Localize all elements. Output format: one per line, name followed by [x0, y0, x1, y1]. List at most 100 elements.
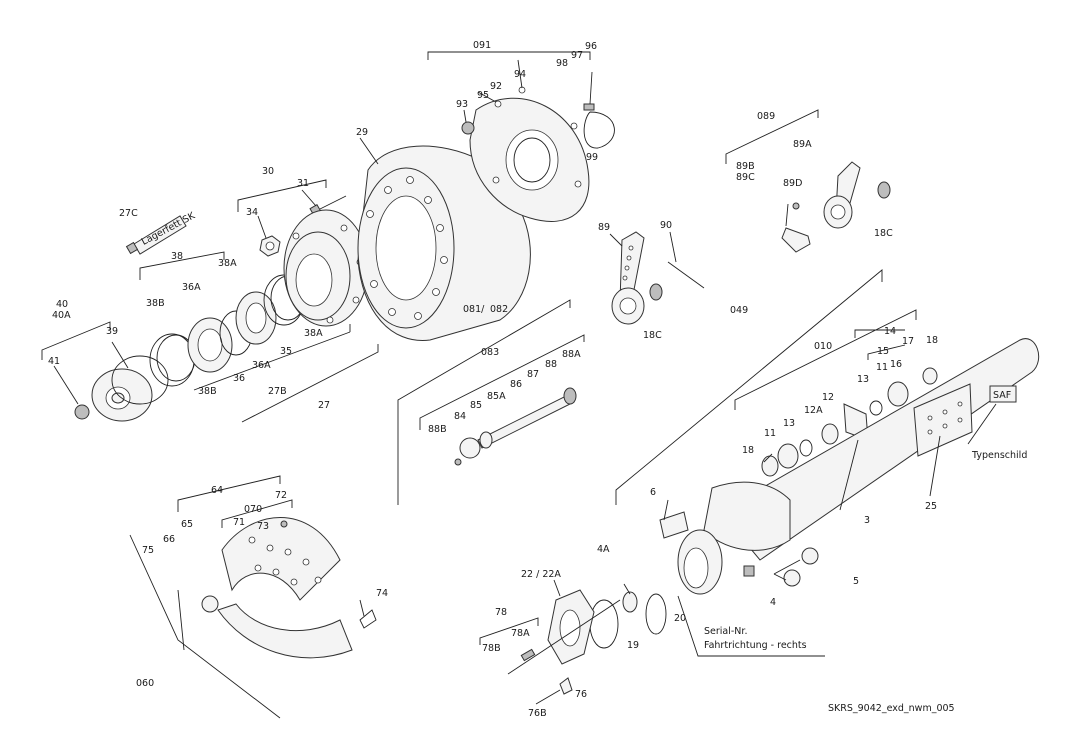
label-90: 90: [660, 220, 672, 231]
label-36: 36: [233, 373, 245, 384]
label-89: 89: [598, 222, 610, 233]
label-13-2: 13: [783, 418, 795, 429]
label-38a-2: 38A: [304, 328, 323, 339]
brake-drum-29: [357, 145, 531, 341]
hub-cap-40: [74, 355, 169, 422]
label-27: 27: [318, 400, 330, 411]
dust-shield-091: [461, 86, 615, 222]
label-95: 95: [477, 90, 489, 101]
axle-beam: SAF: [622, 338, 1040, 635]
label-78b: 78B: [482, 643, 501, 654]
label-36a-2: 36A: [252, 360, 271, 371]
label-18-1: 18: [926, 335, 938, 346]
label-88: 88: [545, 359, 557, 370]
label-73: 73: [257, 521, 269, 532]
label-85: 85: [470, 400, 482, 411]
label-96: 96: [585, 41, 597, 52]
label-38: 38: [171, 251, 183, 262]
part-labels: 091 96 97 98 94 92 95 93 99 29 30 31 34 …: [48, 40, 1027, 719]
label-18c-2: 18C: [643, 330, 662, 341]
slack-adjuster-89: [611, 231, 705, 325]
label-089: 089: [757, 111, 775, 122]
label-27b: 27B: [268, 386, 287, 397]
label-fahrtrichtung: Fahrtrichtung - rechts: [704, 640, 807, 651]
label-64: 64: [211, 485, 223, 496]
label-78a: 78A: [511, 628, 530, 639]
label-25: 25: [925, 501, 937, 512]
label-92: 92: [490, 81, 502, 92]
label-98: 98: [556, 58, 568, 69]
label-38b-2: 38B: [198, 386, 217, 397]
label-76: 76: [575, 689, 587, 700]
brake-shoes: [177, 517, 377, 659]
label-12: 12: [822, 392, 834, 403]
wheel-hub-35: [283, 209, 369, 327]
label-20: 20: [674, 613, 686, 624]
leader-lines: [53, 59, 997, 617]
label-4a: 4A: [597, 544, 610, 555]
label-14: 14: [884, 326, 896, 337]
axle-nut-assembly: [507, 589, 621, 705]
label-18c-1: 18C: [874, 228, 893, 239]
label-082: 082: [490, 304, 508, 315]
label-93: 93: [456, 99, 468, 110]
label-6: 6: [650, 487, 656, 498]
label-18-2: 18: [742, 445, 754, 456]
label-35: 35: [280, 346, 292, 357]
slack-adjuster-089: [781, 161, 891, 253]
label-4: 4: [770, 597, 776, 608]
group-brackets: [41, 51, 917, 719]
label-88a: 88A: [562, 349, 581, 360]
label-11-2: 11: [764, 428, 776, 439]
label-84: 84: [454, 411, 466, 422]
label-89d: 89D: [783, 178, 802, 189]
label-87: 87: [527, 369, 539, 380]
label-85a: 85A: [487, 391, 506, 402]
label-typenschild: Typenschild: [971, 450, 1027, 461]
camshaft-083: [454, 387, 577, 466]
label-71: 71: [233, 517, 245, 528]
label-40: 40: [56, 299, 68, 310]
label-29: 29: [356, 127, 368, 138]
label-16: 16: [890, 359, 902, 370]
label-lagerfett: Lagerfett SK: [140, 210, 198, 248]
label-060: 060: [136, 678, 154, 689]
bearing-support-010: [761, 367, 938, 477]
label-11-1: 11: [876, 362, 888, 373]
label-41: 41: [48, 356, 60, 367]
label-65: 65: [181, 519, 193, 530]
label-94: 94: [514, 69, 526, 80]
label-22: 22 / 22A: [521, 569, 561, 580]
label-88b: 88B: [428, 424, 447, 435]
label-13-1: 13: [857, 374, 869, 385]
label-75: 75: [142, 545, 154, 556]
label-38a-1: 38A: [218, 258, 237, 269]
label-saf: SAF: [993, 390, 1011, 401]
label-30: 30: [262, 166, 274, 177]
label-081: 081/: [463, 304, 485, 315]
label-36a-1: 36A: [182, 282, 201, 293]
label-17: 17: [902, 336, 914, 347]
label-34: 34: [246, 207, 258, 218]
label-3: 3: [864, 515, 870, 526]
label-74: 74: [376, 588, 388, 599]
label-27c: 27C: [119, 208, 138, 219]
label-12a: 12A: [804, 405, 823, 416]
label-99: 99: [586, 152, 598, 163]
label-38b-1: 38B: [146, 298, 165, 309]
label-89a: 89A: [793, 139, 812, 150]
label-19: 19: [627, 640, 639, 651]
label-86: 86: [510, 379, 522, 390]
label-66: 66: [163, 534, 175, 545]
label-091: 091: [473, 40, 491, 51]
label-070: 070: [244, 504, 262, 515]
label-39: 39: [106, 326, 118, 337]
label-78: 78: [495, 607, 507, 618]
label-40a: 40A: [52, 310, 71, 321]
label-serial: Serial-Nr.: [704, 626, 747, 637]
label-083: 083: [481, 347, 499, 358]
label-97: 97: [571, 50, 583, 61]
bearing-set-inner: [149, 274, 306, 387]
drawing-id: SKRS_9042_exd_nwm_005: [828, 703, 955, 714]
